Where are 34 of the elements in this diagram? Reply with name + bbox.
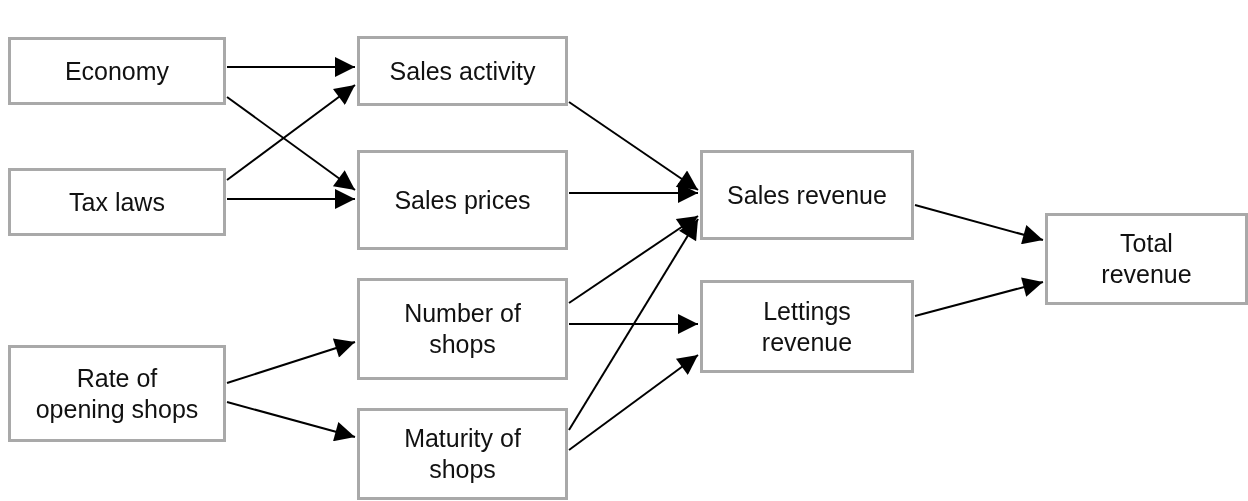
process-box	[8, 37, 226, 105]
arrow	[226, 84, 356, 181]
process-box	[357, 150, 568, 250]
arrow	[568, 218, 699, 431]
process-box	[700, 150, 914, 240]
arrow	[226, 338, 356, 384]
process-box	[700, 280, 914, 373]
process-box	[8, 168, 226, 236]
node-label: Total revenue	[1100, 228, 1193, 290]
arrow	[568, 354, 699, 451]
arrow	[568, 215, 699, 304]
node-label: Number of shops	[403, 298, 522, 360]
node-label: Sales prices	[394, 184, 531, 216]
arrow	[226, 96, 356, 191]
process-box	[357, 278, 568, 380]
arrow	[226, 189, 356, 209]
process-box	[357, 36, 568, 106]
arrow	[226, 57, 356, 77]
arrow	[568, 314, 699, 334]
node-label: Sales activity	[389, 55, 536, 87]
node-label: Lettings revenue	[760, 295, 854, 358]
arrow	[568, 183, 699, 203]
node-label: Tax laws	[69, 186, 165, 218]
node-label: Maturity of shops	[403, 423, 522, 485]
arrow	[568, 101, 699, 191]
process-box	[357, 408, 568, 500]
process-box	[1045, 213, 1248, 305]
node-label: Rate of opening shops	[34, 362, 200, 425]
node-label: Sales revenue	[727, 179, 887, 211]
arrow	[914, 204, 1044, 245]
process-box	[8, 345, 226, 442]
arrow	[226, 401, 356, 442]
node-label: Economy	[64, 55, 170, 87]
arrow	[914, 277, 1044, 317]
